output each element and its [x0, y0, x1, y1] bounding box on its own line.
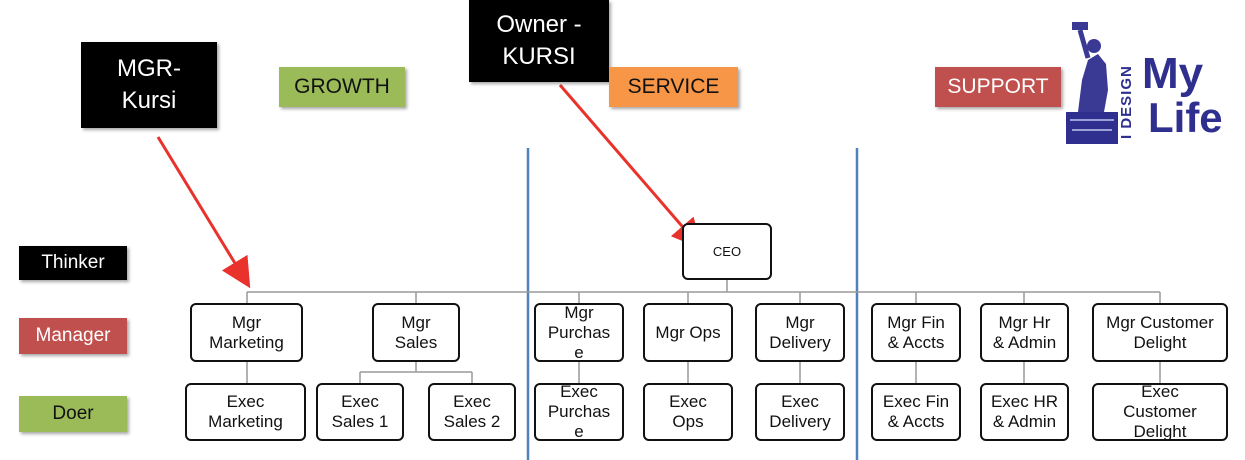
callout-mgr-kursi: MGR- Kursi [81, 42, 217, 128]
org-node-exec-sales-1: Exec Sales 1 [316, 383, 404, 441]
level-label-doer: Doer [19, 396, 127, 432]
org-node-mgr-ops: Mgr Ops [643, 303, 733, 362]
org-node-exec-fin-accts: Exec Fin & Accts [871, 383, 961, 441]
org-node-exec-delivery: Exec Delivery [755, 383, 845, 441]
org-node-exec-ops: Exec Ops [643, 383, 733, 441]
i-design-my-life-logo: I DESIGN My Life [1058, 20, 1223, 146]
arrow-owner-kursi [558, 84, 702, 250]
org-node-mgr-purchase: Mgr Purchas e [534, 303, 624, 362]
logo-my-text: My [1142, 49, 1204, 98]
org-node-exec-purchase: Exec Purchas e [534, 383, 624, 441]
org-node-exec-sales-2: Exec Sales 2 [428, 383, 516, 441]
org-node-exec-marketing: Exec Marketing [185, 383, 306, 441]
column-header-growth: GROWTH [279, 67, 405, 107]
org-node-ceo: CEO [682, 223, 772, 280]
org-node-mgr-marketing: Mgr Marketing [190, 303, 303, 362]
level-label-thinker: Thinker [19, 246, 127, 280]
org-node-mgr-delivery: Mgr Delivery [755, 303, 845, 362]
statue-icon [1066, 22, 1118, 144]
logo-vertical-text: I DESIGN [1118, 65, 1135, 139]
logo-life-text: Life [1148, 94, 1223, 141]
org-node-exec-customer-delight: Exec Customer Delight [1092, 383, 1228, 441]
org-node-mgr-sales: Mgr Sales [372, 303, 460, 362]
column-header-service: SERVICE [609, 67, 738, 107]
org-node-mgr-customer-delight: Mgr Customer Delight [1092, 303, 1228, 362]
org-node-mgr-hr-admin: Mgr Hr & Admin [980, 303, 1069, 362]
org-node-mgr-fin-accts: Mgr Fin & Accts [871, 303, 961, 362]
callout-owner-kursi: Owner - KURSI [469, 0, 609, 82]
org-node-exec-hr-admin: Exec HR & Admin [980, 383, 1069, 441]
arrow-mgr-kursi [156, 136, 251, 289]
level-label-manager: Manager [19, 318, 127, 354]
column-header-support: SUPPORT [935, 67, 1061, 107]
